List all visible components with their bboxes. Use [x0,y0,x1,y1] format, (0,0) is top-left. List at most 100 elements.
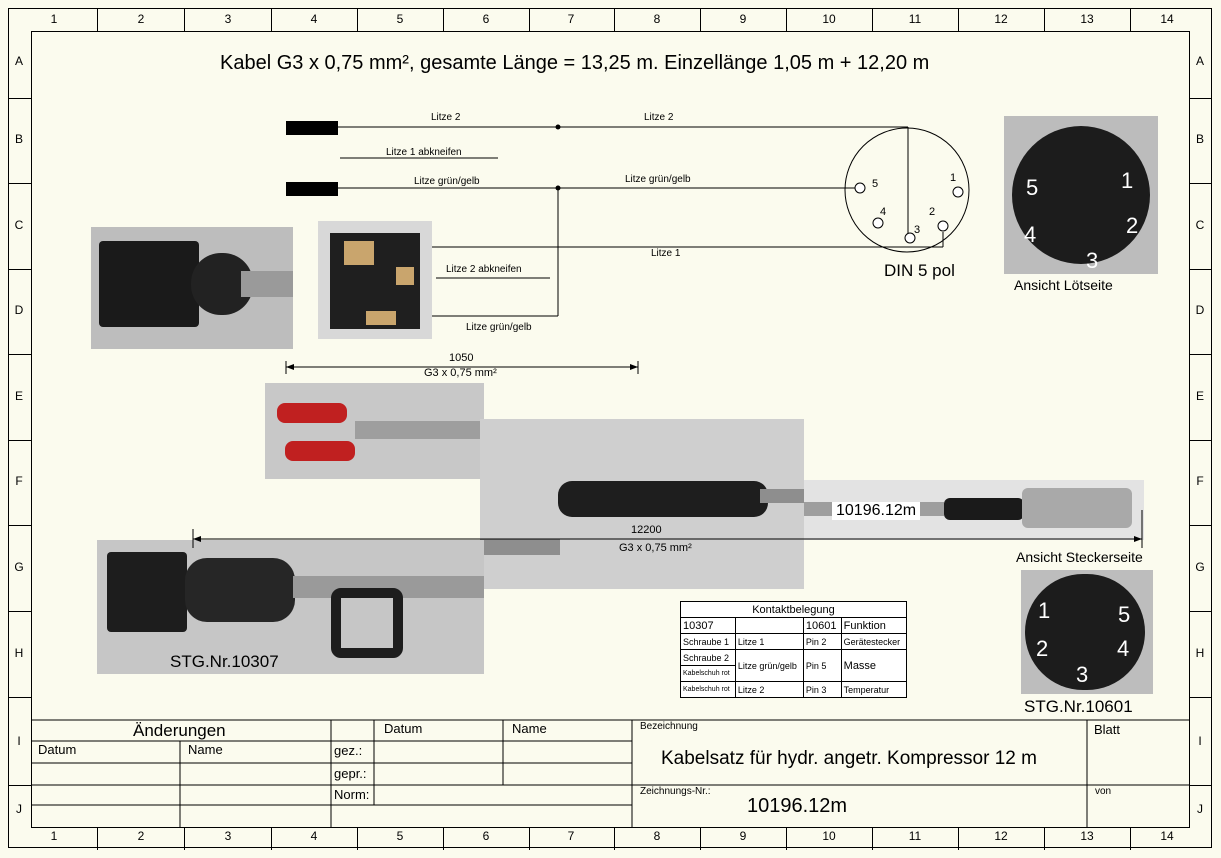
label-stg-10307: STG.Nr.10307 [170,652,279,671]
tb-datum: Datum [38,742,77,757]
ruler-tick [184,9,185,31]
loet-pin-3: 3 [1086,248,1099,273]
column-number: 13 [1080,829,1094,843]
din-pin-label-4: 4 [880,206,887,218]
row-letter: I [1198,734,1202,748]
row-letter: E [14,389,23,403]
column-number: 11 [908,829,922,843]
tb-aenderungen: Änderungen [133,721,226,740]
column-number: 2 [137,12,145,26]
column-number: 1 [50,12,58,26]
ruler-tick [357,828,358,850]
row-letter: H [1195,646,1205,660]
ruler-tick [9,98,31,99]
dimension-12200-spec: G3 x 0,75 mm² [619,542,692,554]
cable-tag: 10196.12m [832,502,921,520]
ruler-tick [9,440,31,441]
column-number: 4 [310,12,318,26]
label-stg-10601: STG.Nr.10601 [1024,697,1133,716]
din-pin-5 [854,182,866,194]
row-letter: D [1195,303,1205,317]
ruler-tick [97,9,98,31]
tb-von: von [1095,786,1112,797]
ruler-tick [872,828,873,850]
label-litze1-abkneifen: Litze 1 abkneifen [386,147,462,158]
column-number: 7 [567,829,575,843]
ruler-tick [443,828,444,850]
column-number: 10 [822,12,836,26]
tb-blatt: Blatt [1094,722,1121,737]
ruler-tick [9,785,31,786]
column-number: 8 [653,12,661,26]
row-letter: J [1197,802,1203,816]
label-litze-gruengelb-c: Litze grün/gelb [466,322,532,333]
ruler-tick [9,611,31,612]
column-number: 3 [224,12,232,26]
row-letter: J [16,802,22,816]
photo-cable-lugs [265,383,484,479]
label-ansicht-loetseite: Ansicht Lötseite [1014,277,1113,293]
photo-din-connector [804,480,1144,540]
row-letter: A [1195,54,1204,68]
din-pin-2 [937,220,949,232]
ruler-tick [700,9,701,31]
ruler-tick [529,828,530,850]
din-label: DIN 5 pol [884,261,955,280]
ruler-tick [9,697,31,698]
column-number: 9 [739,12,747,26]
ruler-tick [1190,697,1212,698]
din-pin-1 [952,186,964,198]
label-litze2-b: Litze 2 [644,112,674,123]
tb-gez: gez.: [334,743,363,758]
loet-pin-4: 4 [1024,222,1037,247]
row-letter: H [14,646,24,660]
photo-plug-side [91,227,293,349]
din-pin-label-2: 2 [929,206,936,218]
ruler-tick [9,269,31,270]
column-number: 11 [908,12,922,26]
row-letter: F [15,474,23,488]
column-number: 10 [822,829,836,843]
column-number: 7 [567,12,575,26]
junction-dot [555,124,561,130]
contact-cell: Temperatur [840,681,908,698]
tb-gepr: gepr.: [334,766,367,781]
tb-name2: Name [512,721,547,736]
tb-datum2: Datum [384,721,423,736]
stecker-pin-4: 4 [1117,636,1130,661]
photo-cable-split [480,419,804,589]
ruler-tick [184,828,185,850]
photo-solder-side [1004,116,1158,274]
column-number: 5 [396,829,404,843]
column-number: 12 [994,12,1008,26]
column-number: 2 [137,829,145,843]
terminal-block-bottom [286,182,338,196]
dimension-12200: 12200 [631,524,662,536]
din-pin-label-1: 1 [950,172,957,184]
row-letter: C [1195,218,1205,232]
din-pin-4 [872,217,884,229]
terminal-block-top [286,121,338,135]
ruler-tick [9,354,31,355]
row-letter: E [1195,389,1204,403]
column-number: 6 [482,12,490,26]
ruler-tick [97,828,98,850]
row-letter: D [14,303,24,317]
column-number: 1 [50,829,58,843]
label-litze-gruengelb-b: Litze grün/gelb [625,174,691,185]
label-litze1: Litze 1 [651,248,681,259]
tb-name: Name [188,742,223,757]
label-litze-gruengelb-a: Litze grün/gelb [414,176,480,187]
tb-bezeichnung-label: Bezeichnung [640,721,698,732]
ruler-tick [1190,440,1212,441]
photo-plug-front [97,540,484,674]
ruler-tick [9,525,31,526]
ruler-tick [958,828,959,850]
row-letter: F [1196,474,1204,488]
inner-frame [31,31,1190,828]
contact-table: Kontaktbelegung 10307 10601 Funktion Sch… [680,601,908,698]
tb-norm: Norm: [334,787,370,802]
